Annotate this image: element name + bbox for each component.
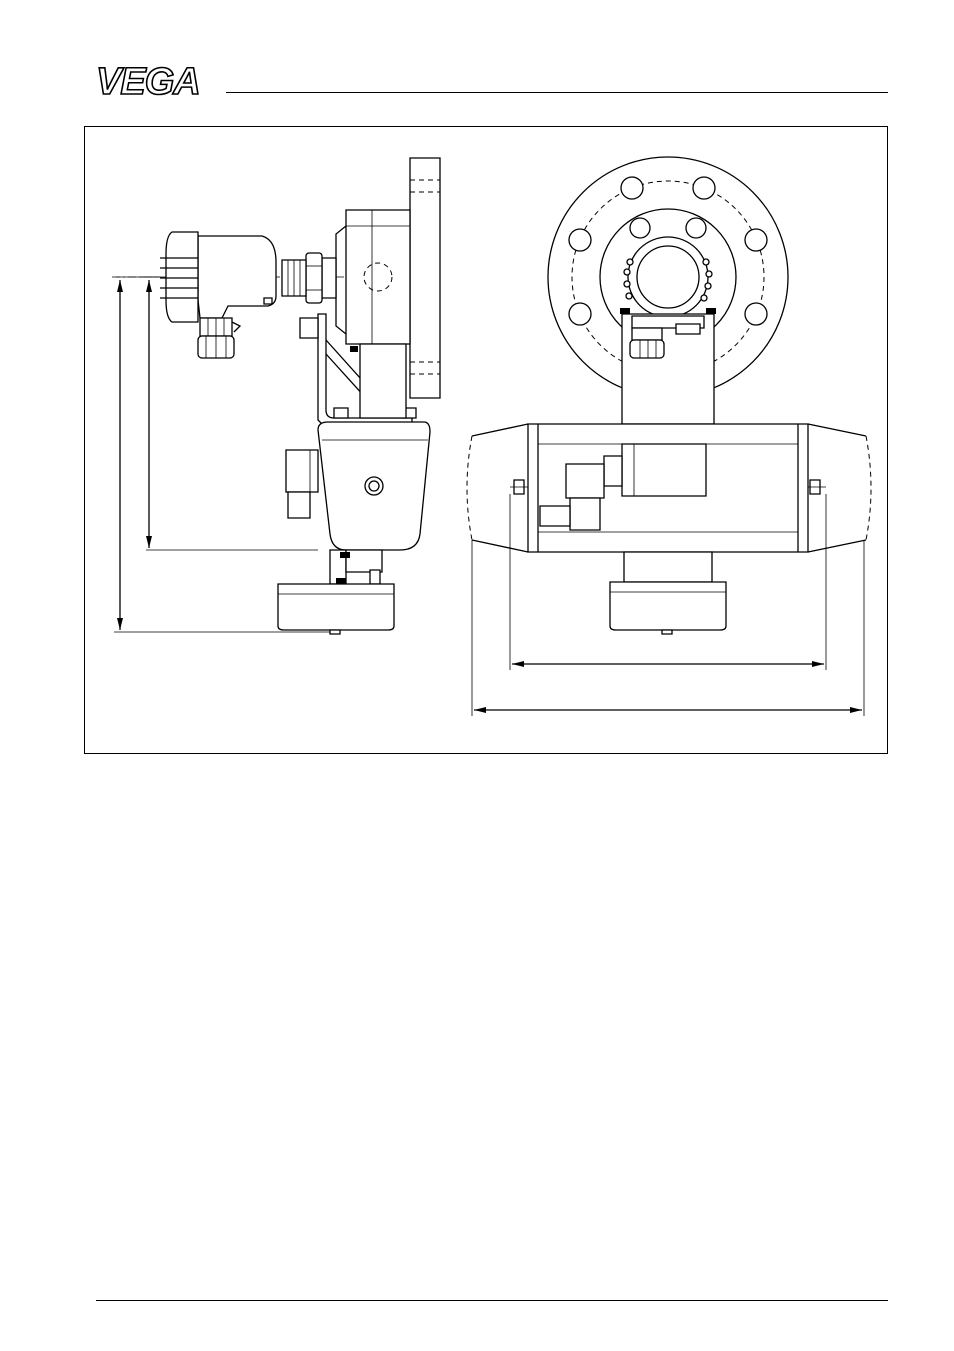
front-view [467,157,871,716]
front-bottom-pod [610,582,726,630]
side-hex-nut [306,253,322,303]
side-bottom-pod [278,584,394,630]
front-detector-cylinder [622,444,706,496]
side-view [112,158,440,634]
footer-rule [96,1300,888,1301]
front-bolt-hole [621,177,643,199]
side-cover [166,232,198,322]
side-connector [286,450,318,492]
side-housing [346,210,410,344]
side-electronics-head [198,236,276,318]
